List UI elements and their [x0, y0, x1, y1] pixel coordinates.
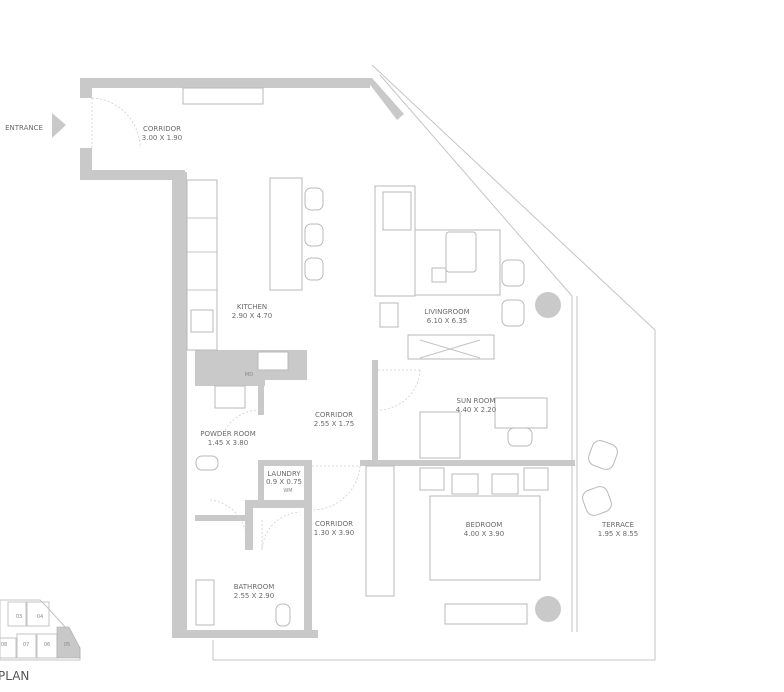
bedroom-size: 4.00 X 3.90 — [464, 530, 504, 538]
corridor-mid-size: 2.55 X 1.75 — [314, 420, 354, 428]
powder-room-fixtures — [195, 385, 261, 531]
corridor-mid-name: CORRIDOR — [315, 411, 353, 419]
laundry-name: LAUNDRY — [267, 470, 301, 478]
corridor-bed-name: CORRIDOR — [315, 520, 353, 528]
terrace-outline — [212, 64, 656, 661]
dishwasher-label: MD — [245, 372, 253, 378]
living-furniture — [374, 185, 561, 360]
key-plan-title: PLAN — [0, 669, 29, 683]
sunroom-furniture — [377, 369, 548, 459]
bedroom-furniture — [419, 467, 561, 625]
kitchen-name: KITCHEN — [237, 303, 267, 311]
entry-cabinet — [182, 87, 264, 105]
unit-08: 08 — [1, 642, 7, 648]
terrace-size: 1.95 X 8.55 — [598, 530, 638, 538]
terrace-chairs — [582, 440, 618, 516]
corridor-entry-size: 3.00 X 1.90 — [142, 134, 182, 142]
unit-07: 07 — [23, 642, 29, 648]
unit-04: 04 — [37, 614, 43, 620]
sunroom-name: SUN ROOM — [457, 397, 496, 405]
bedroom-name: BEDROOM — [466, 521, 503, 529]
entrance-label: ENTRANCE — [5, 124, 43, 132]
kitchen-size: 2.90 X 4.70 — [232, 312, 272, 320]
bathroom-size: 2.55 X 2.90 — [234, 592, 274, 600]
unit-05: 05 — [64, 642, 70, 648]
key-plan: 03 04 08 07 06 05 PLAN — [0, 599, 81, 683]
terrace-name: TERRACE — [601, 521, 634, 529]
kitchen-furniture — [186, 177, 324, 371]
bedroom-corridor-door[interactable] — [311, 465, 361, 511]
livingroom-size: 6.10 X 6.35 — [427, 317, 467, 325]
glass-facade — [379, 74, 573, 297]
corridor-entry-name: CORRIDOR — [143, 125, 181, 133]
powder-room-size: 1.45 X 3.80 — [208, 439, 248, 447]
powder-room-name: POWDER ROOM — [200, 430, 255, 438]
entrance-arrow-icon — [52, 113, 66, 138]
unit-06: 06 — [44, 642, 50, 648]
highlighted-unit — [56, 626, 81, 659]
entrance-door[interactable] — [91, 97, 141, 149]
sunroom-size: 4.40 X 2.20 — [456, 406, 496, 414]
bathroom-fixtures — [195, 511, 301, 627]
wardrobe — [365, 465, 395, 597]
laundry-size: 0.9 X 0.75 — [266, 478, 302, 486]
bathroom-name: BATHROOM — [234, 583, 275, 591]
livingroom-name: LIVINGROOM — [424, 308, 469, 316]
washing-machine-label: WM — [283, 488, 292, 494]
unit-03: 03 — [16, 614, 22, 620]
corridor-bed-size: 1.30 X 3.90 — [314, 529, 354, 537]
